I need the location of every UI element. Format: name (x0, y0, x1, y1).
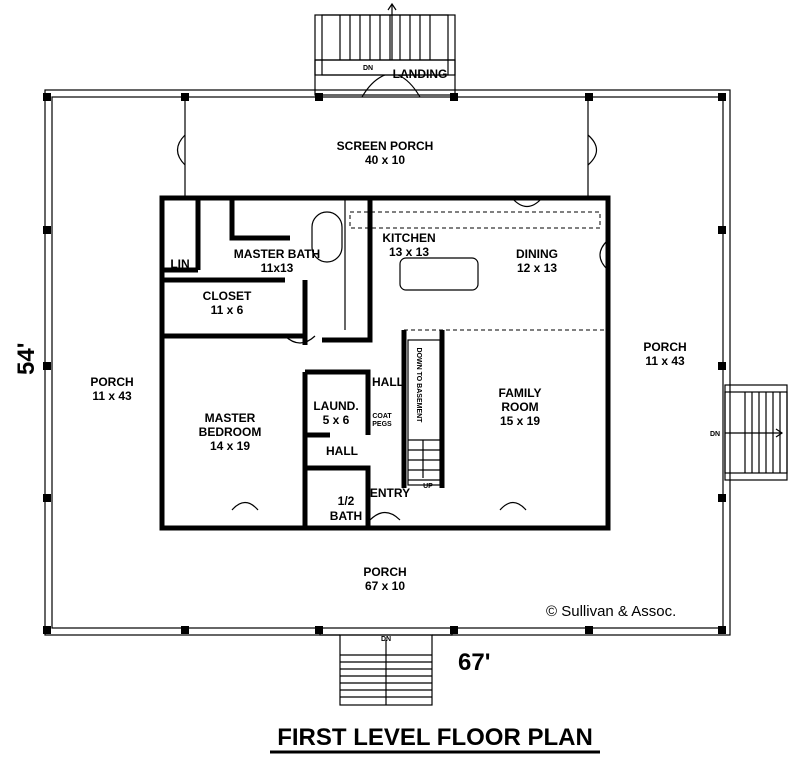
half-bath-name2: BATH (330, 509, 362, 523)
stairs-up-label: UP (423, 483, 433, 490)
screen-porch-name: SCREEN PORCH (337, 139, 434, 153)
bottom-stairs (319, 628, 453, 706)
laundry-name: LAUND. (313, 399, 358, 413)
coat-pegs-line2: PEGS (372, 421, 392, 428)
porch-outline (43, 89, 731, 636)
right-stairs (724, 384, 788, 481)
master-bedroom-name: MASTER (205, 411, 256, 425)
family-room-size: 15 x 19 (500, 414, 540, 428)
linen-label: LIN (170, 257, 189, 271)
hall-lower-label: HALL (326, 444, 358, 458)
screen-porch-walls (176, 97, 598, 198)
porch-left-name: PORCH (90, 375, 133, 389)
closet-name: CLOSET (203, 289, 252, 303)
master-bedroom-name2: BEDROOM (199, 425, 262, 439)
porch-front-size: 67 x 10 (365, 579, 405, 593)
kitchen-name: KITCHEN (382, 231, 435, 245)
width-dimension: 67' (458, 649, 490, 676)
dining-name: DINING (516, 247, 558, 261)
landing-label: LANDING (393, 67, 448, 81)
plan-title: FIRST LEVEL FLOOR PLAN (277, 724, 593, 751)
family-room-name: FAMILY (499, 386, 542, 400)
dining-size: 12 x 13 (517, 261, 557, 275)
porch-front-name: PORCH (363, 565, 406, 579)
porch-right-size: 11 x 43 (645, 354, 685, 368)
half-bath-name: 1/2 (338, 494, 355, 508)
family-room-name2: ROOM (501, 400, 538, 414)
hall-upper-label: HALL (372, 375, 404, 389)
top-stairs (314, 2, 456, 98)
kitchen-size: 13 x 13 (389, 245, 429, 259)
house-walls (159, 195, 611, 531)
master-bath-name: MASTER BATH (234, 247, 320, 261)
coat-pegs-line1: COAT (372, 413, 392, 420)
laundry-size: 5 x 6 (323, 413, 350, 427)
top-dn-label: DN (363, 65, 373, 72)
master-bedroom-size: 14 x 19 (210, 439, 250, 453)
copyright: © Sullivan & Assoc. (546, 603, 676, 620)
stairs-down-label: DOWN TO BASEMENT (415, 348, 422, 424)
screen-porch-size: 40 x 10 (365, 153, 405, 167)
right-dn-label: DN (710, 431, 720, 438)
depth-dimension: 54' (13, 343, 40, 375)
entry-label: ENTRY (370, 486, 410, 500)
master-bath-size: 11x13 (261, 261, 294, 275)
porch-left-size: 11 x 43 (92, 389, 132, 403)
bottom-dn-label: DN (381, 636, 391, 643)
porch-right-name: PORCH (643, 340, 686, 354)
closet-size: 11 x 6 (211, 303, 244, 317)
